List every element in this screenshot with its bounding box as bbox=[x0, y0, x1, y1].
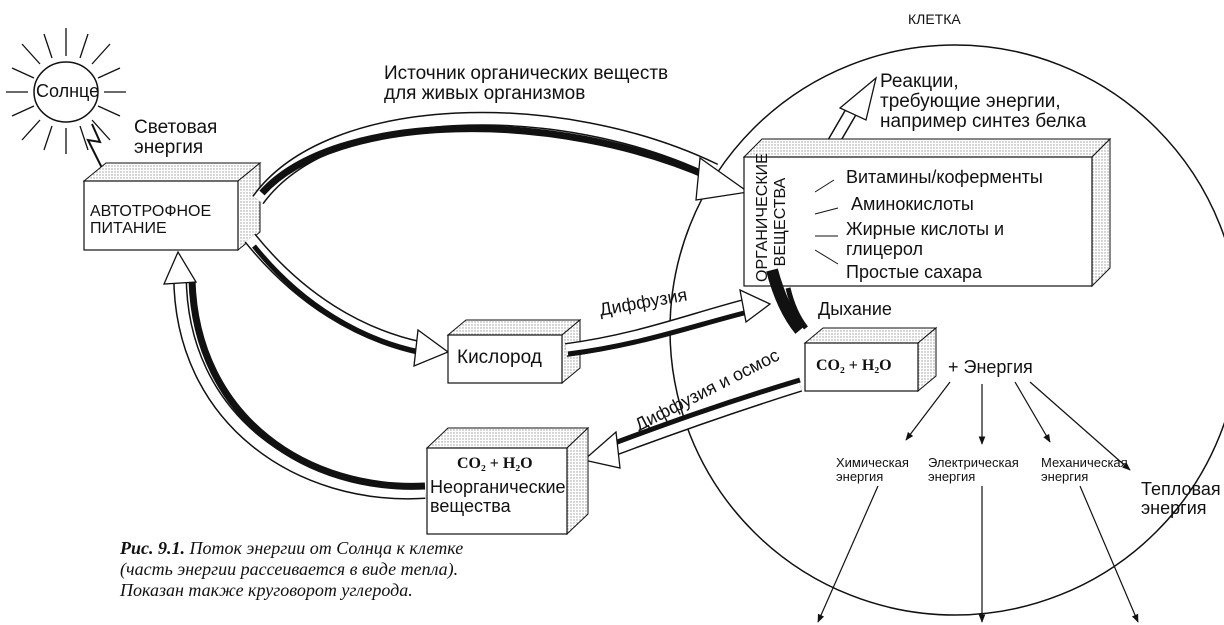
electrical-energy-label: Электрическая энергия bbox=[928, 456, 1019, 483]
energy-branch-arrows bbox=[817, 381, 1139, 623]
electrical-energy-line1: Электрическая bbox=[928, 455, 1019, 470]
organic-vertical-line2: ВЕЩЕСТВА bbox=[772, 177, 789, 267]
inorganic-line2: вещества bbox=[430, 495, 511, 516]
inorganic-formula: CO₂ + H₂O bbox=[457, 455, 533, 472]
organic-vertical-line1: ОРГАНИЧЕСКИЕ bbox=[754, 153, 771, 282]
figure-caption: Рис. 9.1. Поток энергии от Солнца к клет… bbox=[120, 538, 520, 601]
source-line2: для живых организмов bbox=[384, 82, 586, 104]
reactions-arrow bbox=[824, 76, 878, 152]
oxygen-box bbox=[446, 318, 582, 385]
diffusion-osmosis-arrow bbox=[582, 377, 803, 469]
oxygen-arrow bbox=[244, 233, 450, 368]
diffusion-arrow bbox=[565, 288, 772, 357]
sun-label: Солнце bbox=[36, 81, 100, 101]
chemical-energy-label: Химическая энергия bbox=[836, 456, 909, 483]
light-energy-arrow bbox=[86, 123, 111, 186]
light-energy-line2: энергия bbox=[134, 136, 204, 158]
mechanical-energy-line2: энергия bbox=[1041, 468, 1089, 484]
sun-icon bbox=[6, 28, 126, 154]
electrical-energy-line2: энергия bbox=[928, 468, 976, 484]
thermal-energy-line2: энергия bbox=[1141, 497, 1207, 518]
reactions-line3: например синтез белка bbox=[880, 110, 1087, 132]
organic-vertical-label: ОРГАНИЧЕСКИЕ ВЕЩЕСТВА bbox=[754, 153, 790, 282]
mechanical-energy-label: Механическая энергия bbox=[1041, 456, 1128, 483]
respiration-label: Дыхание bbox=[818, 299, 892, 319]
organic-item-sugars: Простые сахара bbox=[846, 262, 982, 282]
inorganic-box bbox=[425, 426, 590, 536]
cell-title: КЛЕТКА bbox=[908, 11, 961, 27]
cell-co2-label: CO₂ + H₂O bbox=[816, 357, 892, 374]
autotrophic-line1: АВТОТРОФНОЕ bbox=[90, 203, 212, 220]
chemical-energy-line2: энергия bbox=[836, 468, 884, 484]
autotrophic-line2: ПИТАНИЕ bbox=[90, 219, 167, 237]
chemical-energy-line1: Химическая bbox=[836, 455, 909, 470]
organic-item-fatty: Жирные кислоты и bbox=[846, 219, 1005, 239]
autotrophic-box bbox=[82, 161, 262, 252]
oxygen-label: Кислород bbox=[457, 347, 542, 368]
organic-item-amino: Аминокислоты bbox=[851, 194, 974, 214]
reactions-label: Реакции, требующие энергии, например син… bbox=[880, 72, 1086, 132]
organic-box bbox=[742, 137, 1112, 288]
thermal-energy-line1: Тепловая bbox=[1141, 479, 1221, 499]
light-energy-line1: Световая bbox=[134, 117, 218, 138]
source-label: Источник органических веществ для живых … bbox=[384, 64, 668, 104]
plus-energy-label: + Энергия bbox=[948, 357, 1033, 377]
autotrophic-label: АВТОТРОФНОЕ ПИТАНИЕ bbox=[90, 203, 212, 238]
inorganic-line1: Неорганические bbox=[430, 477, 566, 497]
organic-source-arrow bbox=[252, 111, 750, 205]
carbon-return-arrow bbox=[162, 250, 426, 500]
source-line1: Источник органических веществ bbox=[384, 63, 669, 84]
cell-co2-box bbox=[803, 326, 938, 393]
organic-item-glycerol: глицерол bbox=[846, 239, 923, 259]
caption-text: Поток энергии от Солнца к клетке (часть … bbox=[120, 538, 464, 600]
thermal-energy-label: Тепловая энергия bbox=[1141, 480, 1221, 518]
inorganic-label: Неорганические вещества bbox=[430, 478, 566, 516]
reactions-line2: требующие энергии, bbox=[880, 90, 1061, 112]
organic-item-vitamins: Витамины/коферменты bbox=[846, 167, 1043, 187]
mechanical-energy-line1: Механическая bbox=[1041, 455, 1128, 470]
caption-label: Рис. 9.1. bbox=[120, 538, 185, 558]
respiration-arrow bbox=[766, 268, 808, 334]
light-energy-label: Световая энергия bbox=[134, 118, 217, 158]
reactions-line1: Реакции, bbox=[880, 71, 959, 92]
